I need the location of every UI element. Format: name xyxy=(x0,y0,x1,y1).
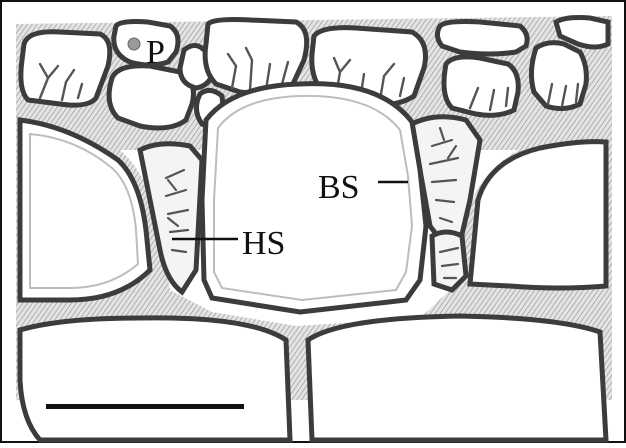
label-hs: HS xyxy=(242,225,285,262)
label-bs: BS xyxy=(318,169,360,206)
pigment-granule xyxy=(128,38,140,50)
label-p: P xyxy=(146,34,165,71)
scale-bar xyxy=(46,404,244,409)
